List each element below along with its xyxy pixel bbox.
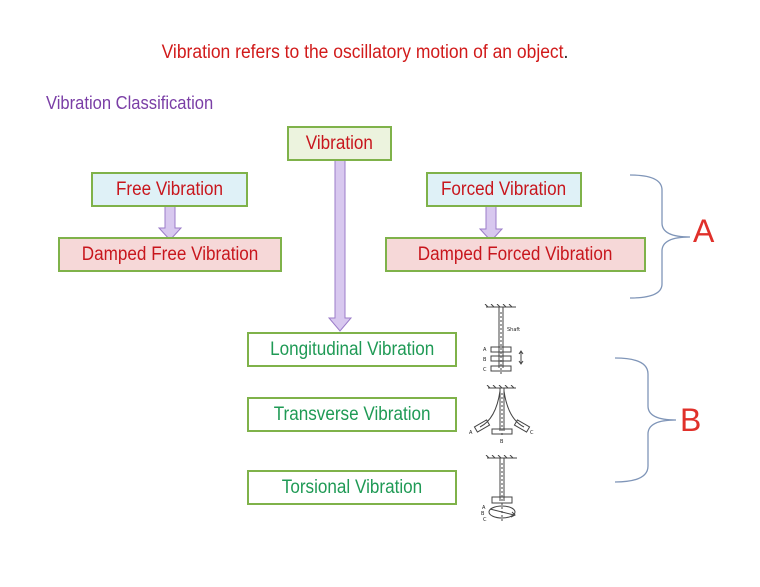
arrow-forced-to-damped — [478, 205, 504, 242]
node-vibration: Vibration — [287, 126, 392, 161]
node-damped-forced-vibration-label: Damped Forced Vibration — [418, 243, 613, 265]
transverse-figure-label-b: B — [500, 439, 504, 445]
arrow-root-to-longitudinal — [327, 157, 353, 332]
node-longitudinal-vibration-label: Longitudinal Vibration — [269, 338, 435, 360]
node-forced-vibration: Forced Vibration — [426, 172, 582, 207]
node-damped-forced-vibration: Damped Forced Vibration — [385, 237, 646, 272]
section-title: Vibration Classification — [46, 93, 214, 113]
node-vibration-label: Vibration — [305, 132, 374, 154]
torsional-figure-label-c: C — [483, 517, 487, 523]
longitudinal-vibration-figure: Shaft A B C — [483, 304, 524, 374]
node-torsional-vibration-label: Torsional Vibration — [281, 476, 423, 498]
node-torsional-vibration: Torsional Vibration — [247, 470, 457, 505]
arrow-free-to-damped — [157, 205, 183, 241]
torsional-figure-label-a: A — [482, 505, 486, 511]
longitudinal-figure-label-c: C — [483, 367, 487, 373]
node-longitudinal-vibration: Longitudinal Vibration — [247, 332, 457, 367]
node-free-vibration: Free Vibration — [91, 172, 248, 207]
longitudinal-figure-shaft-label: Shaft — [507, 327, 520, 333]
transverse-vibration-figure: A B C — [469, 385, 534, 445]
group-b-label: B — [680, 402, 702, 438]
headline: Vibration refers to the oscillatory moti… — [29, 42, 701, 64]
node-damped-free-vibration: Damped Free Vibration — [58, 237, 282, 272]
node-transverse-vibration: Transverse Vibration — [247, 397, 457, 432]
torsional-vibration-figure: A B C — [481, 455, 517, 523]
headline-period: . — [563, 42, 569, 63]
headline-text: Vibration refers to the oscillatory moti… — [161, 42, 564, 63]
node-transverse-vibration-label: Transverse Vibration — [273, 403, 431, 425]
group-a-label: A — [693, 213, 715, 249]
node-free-vibration-label: Free Vibration — [115, 178, 224, 200]
transverse-figure-label-c: C — [530, 430, 534, 436]
node-damped-free-vibration-label: Damped Free Vibration — [81, 243, 259, 265]
torsional-figure-label-b: B — [481, 511, 485, 517]
node-forced-vibration-label: Forced Vibration — [441, 178, 567, 200]
longitudinal-figure-label-a: A — [483, 347, 487, 353]
brace-a — [629, 174, 691, 299]
longitudinal-figure-label-b: B — [483, 357, 487, 363]
transverse-figure-label-a: A — [469, 430, 473, 436]
brace-b — [614, 357, 677, 483]
